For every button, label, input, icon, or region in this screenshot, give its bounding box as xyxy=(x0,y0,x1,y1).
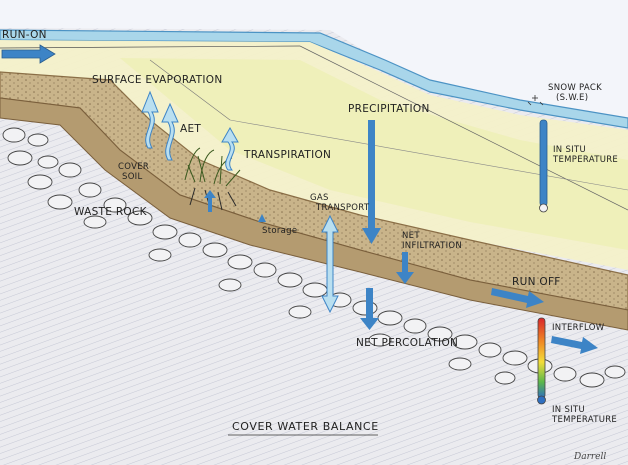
precipitation-arrow-head xyxy=(362,228,381,244)
slope-line xyxy=(149,59,231,121)
label-gas-transport-2: TRANSPORT xyxy=(315,203,370,213)
interflow-arrow xyxy=(551,336,598,354)
label-precipitation: PRECIPITATION xyxy=(348,103,430,115)
label-interflow: INTERFLOW xyxy=(552,323,605,333)
diagram-title: COVER WATER BALANCE xyxy=(232,420,379,433)
precipitation-arrow-shaft xyxy=(368,120,375,230)
label-snow-pack-2: (S.W.E) xyxy=(556,93,588,103)
label-gas-transport-1: GAS xyxy=(310,193,329,203)
slope-line xyxy=(0,45,301,49)
storage-marker xyxy=(258,214,266,222)
net-infiltration-arrow xyxy=(396,252,414,284)
vegetation-icon xyxy=(184,147,241,187)
label-transpiration: TRANSPIRATION xyxy=(243,149,331,161)
gas-transport-arrow xyxy=(321,214,339,314)
aet-arrow xyxy=(161,102,179,161)
lower-soil-layer xyxy=(0,97,628,331)
label-in-situ-bottom-1: IN SITU xyxy=(552,405,585,415)
roots xyxy=(189,187,237,211)
storage-arrow xyxy=(204,190,216,212)
label-runoff: RUN OFF xyxy=(512,276,561,288)
run-on-arrow xyxy=(1,44,56,64)
label-net-infiltration-2: INFILTRATION xyxy=(402,241,462,251)
label-waste-rock: WASTE ROCK xyxy=(74,206,148,218)
label-in-situ-bottom-2: TEMPERATURE xyxy=(551,415,617,425)
slope-line xyxy=(229,119,628,191)
label-cover-soil-1: COVER xyxy=(118,162,149,172)
waste-rock-cobbles xyxy=(2,127,626,388)
label-aet: AET xyxy=(180,123,201,135)
in-situ-thermometer-top xyxy=(539,119,548,207)
in-situ-thermometer-bottom xyxy=(537,317,546,399)
label-run-on: RUN-ON xyxy=(2,29,47,41)
runoff-arrow xyxy=(491,288,544,308)
net-percolation-arrow xyxy=(360,288,379,330)
snowflake-icon xyxy=(527,95,544,106)
label-surface-evaporation: SURFACE EVAPORATION xyxy=(92,74,223,86)
label-in-situ-top-1: IN SITU xyxy=(553,145,586,155)
slope-line xyxy=(299,45,628,211)
label-storage: Storage xyxy=(262,226,297,236)
label-in-situ-top-2: TEMPERATURE xyxy=(552,155,618,165)
transpiration-arrow xyxy=(221,126,239,171)
cover-soil-texture xyxy=(0,72,628,310)
label-cover-soil-2: SOIL xyxy=(122,172,143,182)
label-net-percolation: NET PERCOLATION xyxy=(356,337,458,349)
label-net-infiltration-1: NET xyxy=(402,231,420,241)
label-snow-pack-1: SNOW PACK xyxy=(548,83,602,93)
evaporation-arrow xyxy=(141,90,159,149)
signature: Darrell xyxy=(573,452,606,462)
